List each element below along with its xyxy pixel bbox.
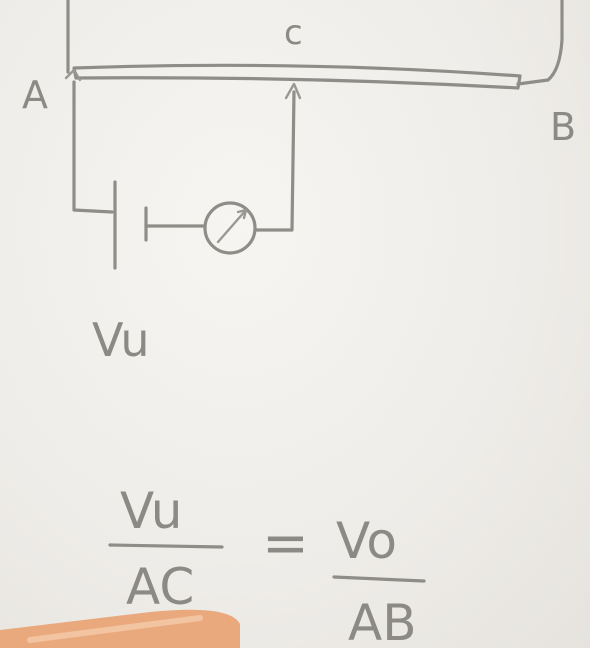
galvanometer-circle: [203, 201, 257, 255]
galvanometer-needle-icon: [216, 208, 248, 244]
node-a-label: A: [22, 73, 48, 117]
galvanometer-loop-wire: [72, 80, 114, 214]
main-loop-wire: [66, 0, 564, 86]
equation-left-fraction-bar: [108, 543, 224, 549]
equation-right-fraction-bar: [332, 575, 426, 583]
marker-highlight: [27, 615, 203, 643]
equation-left-denominator: AC: [126, 558, 194, 616]
equation-right-numerator: Vo: [336, 512, 397, 570]
node-c-label: c: [284, 13, 303, 53]
slide-wire-ab: [72, 63, 522, 90]
equation-left-numerator: Vu: [120, 482, 183, 540]
junction-a-arrow: [64, 68, 82, 82]
galvanometer-to-jockey-wire: [254, 90, 296, 232]
equation-right-denominator: AB: [348, 594, 417, 648]
jockey-arrow: [284, 82, 302, 100]
node-b-label: B: [550, 105, 576, 149]
cell-voltage-label: Vu: [92, 313, 150, 367]
equation-equals-sign: =: [262, 511, 309, 576]
